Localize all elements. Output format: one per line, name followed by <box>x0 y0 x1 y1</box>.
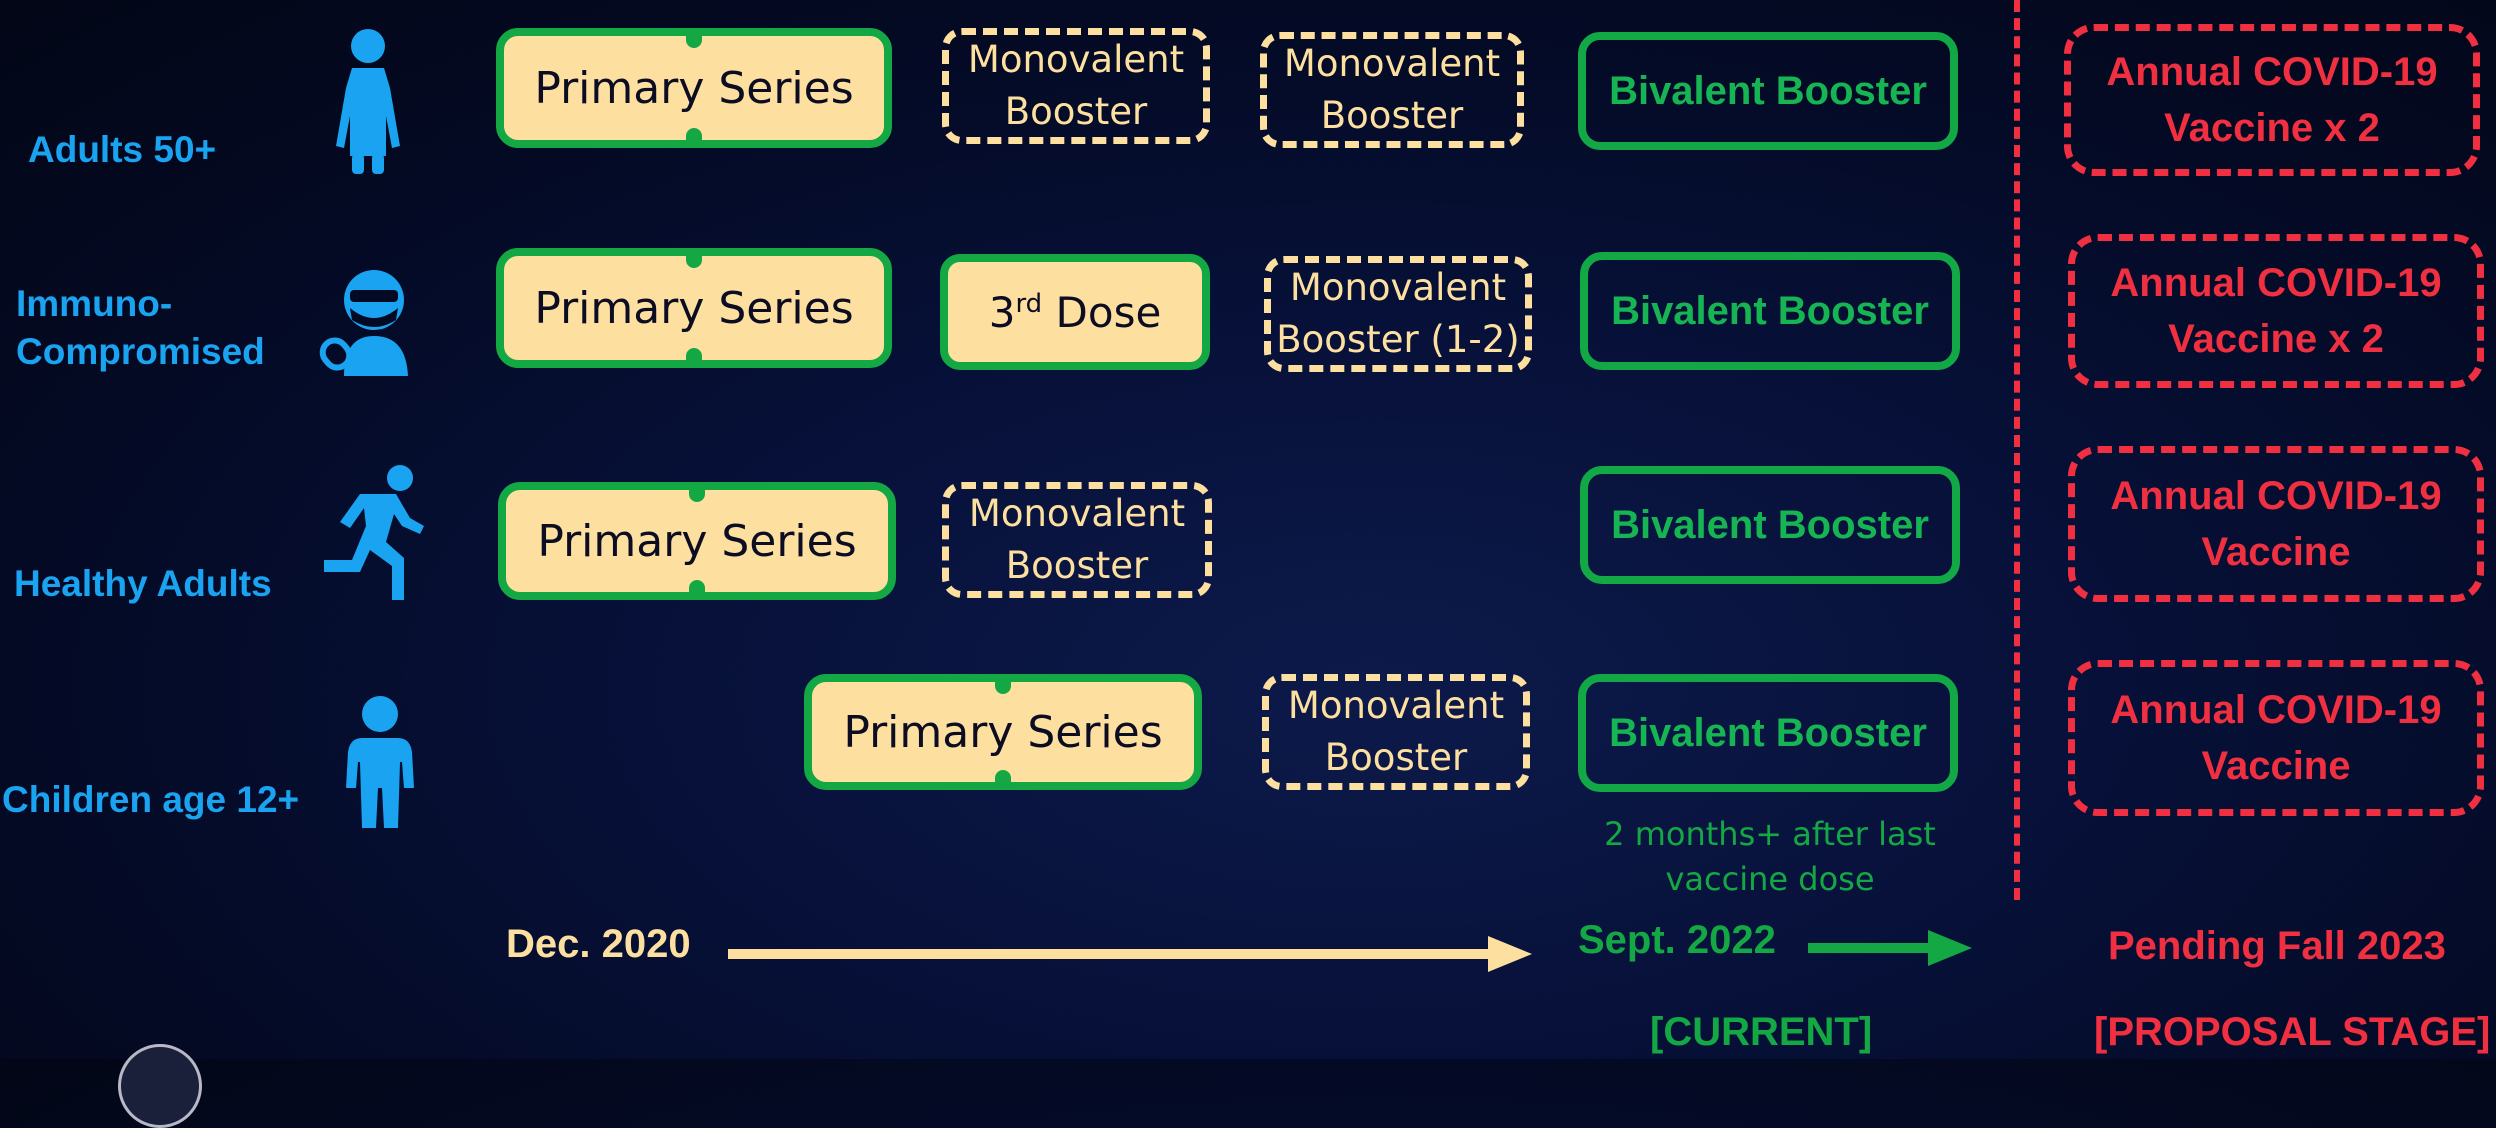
third-dose-word: Dose <box>1042 287 1162 337</box>
monovalent-booster-label: Monovalent Booster <box>967 38 1185 133</box>
monovalent-booster-box: Monovalent Booster <box>1262 674 1530 790</box>
category-label-children: Children age 12+ <box>2 779 300 820</box>
category-label-adults-50: Adults 50+ <box>28 129 217 170</box>
pill-notch-top <box>995 674 1011 694</box>
pill-notch-bottom <box>995 770 1011 790</box>
primary-series-label: Primary Series <box>537 515 857 567</box>
third-dose-box: 3rd Dose <box>940 254 1210 370</box>
monovalent-booster-box: Monovalent Booster <box>1260 32 1524 148</box>
annual-vaccine-box: Annual COVID-19 Vaccine x 2 <box>2068 234 2484 388</box>
annual-vaccine-label: Annual COVID-19 Vaccine x 2 <box>2106 50 2438 150</box>
proposal-stage-tag: [PROPOSAL STAGE] <box>2094 1010 2491 1054</box>
primary-series-box: Primary Series <box>804 674 1202 790</box>
monovalent-booster-label: Monovalent Booster <box>1287 684 1505 779</box>
category-label-line: Compromised <box>16 331 265 373</box>
pill-notch-top <box>686 28 702 48</box>
monovalent-booster-box: Monovalent Booster <box>942 482 1212 598</box>
pill-notch-top <box>686 248 702 268</box>
bivalent-booster-box: Bivalent Booster <box>1580 466 1960 584</box>
pill-notch-top <box>689 482 705 502</box>
bivalent-timing-note: 2 months+ after last vaccine dose <box>1604 815 1936 898</box>
running-person-icon <box>324 465 424 600</box>
timeline-start-label: Dec. 2020 <box>506 922 691 966</box>
monovalent-booster-box: Monovalent Booster (1-2) <box>1264 256 1532 372</box>
bivalent-booster-label: Bivalent Booster <box>1611 288 1929 333</box>
pill-notch-bottom <box>686 348 702 368</box>
elderly-person-icon <box>336 29 400 174</box>
child-icon <box>346 696 414 828</box>
bivalent-booster-label: Bivalent Booster <box>1611 502 1929 547</box>
category-label-healthy-adults: Healthy Adults <box>14 563 272 604</box>
monovalent-booster-label: Monovalent Booster (1-2) <box>1276 266 1520 361</box>
bivalent-booster-label: Bivalent Booster <box>1609 710 1927 755</box>
primary-series-box: Primary Series <box>496 248 892 368</box>
bivalent-booster-label: Bivalent Booster <box>1609 68 1927 113</box>
bivalent-booster-box: Bivalent Booster <box>1578 32 1958 150</box>
bivalent-booster-box: Bivalent Booster <box>1578 674 1958 792</box>
annual-vaccine-label: Annual COVID-19 Vaccine <box>2110 688 2442 788</box>
timeline-arrow-current <box>1808 930 1972 966</box>
primary-series-label: Primary Series <box>534 282 854 334</box>
county-seal-icon <box>118 1044 202 1128</box>
annual-vaccine-box: Annual COVID-19 Vaccine <box>2068 660 2484 816</box>
current-date-label: Sept. 2022 <box>1578 918 1776 962</box>
annual-vaccine-box: Annual COVID-19 Vaccine x 2 <box>2064 24 2480 176</box>
primary-series-box: Primary Series <box>496 28 892 148</box>
primary-series-label: Primary Series <box>534 62 854 114</box>
primary-series-label: Primary Series <box>843 706 1163 758</box>
annual-vaccine-label: Annual COVID-19 Vaccine <box>2110 474 2442 574</box>
proposal-divider <box>2014 0 2020 900</box>
monovalent-booster-box: Monovalent Booster <box>942 28 1210 144</box>
third-dose-label: 3rd Dose <box>989 288 1162 337</box>
third-dose-number: 3 <box>988 287 1016 337</box>
pill-notch-bottom <box>686 128 702 148</box>
monovalent-booster-label: Monovalent Booster <box>1283 42 1501 137</box>
pill-notch-bottom <box>689 580 705 600</box>
current-tag: [CURRENT] <box>1650 1010 1873 1054</box>
annual-vaccine-label: Annual COVID-19 Vaccine x 2 <box>2110 261 2442 361</box>
timeline-arrow-past <box>728 936 1532 972</box>
bivalent-booster-box: Bivalent Booster <box>1580 252 1960 370</box>
third-dose-ordinal: rd <box>1015 288 1043 319</box>
monovalent-booster-label: Monovalent Booster <box>968 492 1186 587</box>
category-label-line: Immuno- <box>16 283 173 324</box>
category-label-immunocompromised: Immuno- Compromised <box>16 282 265 375</box>
masked-patient-icon <box>319 270 408 376</box>
annual-vaccine-box: Annual COVID-19 Vaccine <box>2068 446 2484 602</box>
primary-series-box: Primary Series <box>498 482 896 600</box>
pending-label: Pending Fall 2023 <box>2108 924 2446 968</box>
